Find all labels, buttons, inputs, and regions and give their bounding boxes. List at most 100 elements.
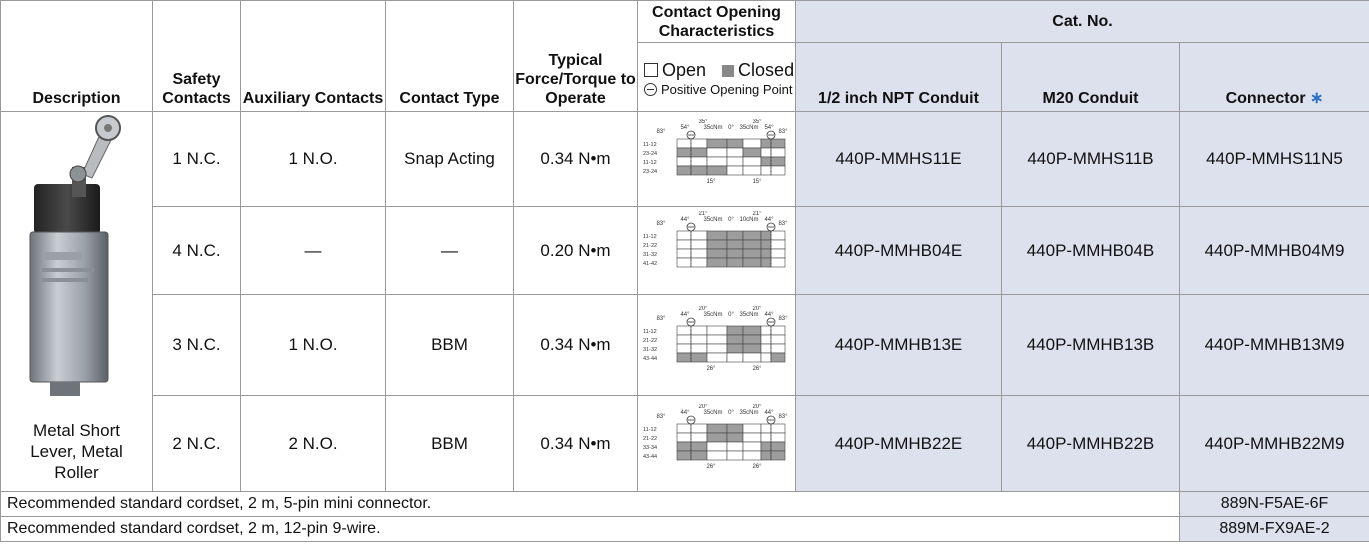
cat-m20-value: 440P-MMHB04B <box>1001 205 1180 296</box>
diagram-angle-label: 10cNm <box>739 217 758 223</box>
positive-opening-icon <box>644 82 657 96</box>
diagram-cell <box>770 257 785 268</box>
diagram-cell <box>742 257 761 268</box>
diagram-cell <box>770 248 785 259</box>
auxiliary-contacts-value: 1 N.O. <box>240 294 386 397</box>
diagram-angle-label: 0° <box>728 217 734 223</box>
cat-m20-value: 440P-MMHB22B <box>1001 395 1180 492</box>
diagram-cell <box>742 343 761 354</box>
diagram-angle-label: 0° <box>728 312 734 318</box>
diagram-cell <box>676 450 691 461</box>
diagram-cell <box>676 441 691 452</box>
safety-contacts-value: 1 N.C. <box>152 111 241 207</box>
diagram-cell <box>676 248 691 259</box>
diagram-cell <box>742 139 761 149</box>
header-auxiliary-contacts: Auxiliary Contacts <box>240 0 386 112</box>
diagram-angle-label: 35cNm <box>703 217 722 223</box>
diagram-contact-label: 11-12 <box>643 329 657 335</box>
diagram-angle-label: 83° <box>656 316 666 322</box>
diagram-cell <box>726 450 743 461</box>
diagram-cell <box>726 257 743 268</box>
diagram-cell <box>690 325 707 336</box>
diagram-contact-label: 11-12 <box>643 427 657 433</box>
diagram-cell <box>690 230 707 241</box>
header-safety-contacts: Safety Contacts <box>152 0 241 112</box>
diagram-angle-label: 35cNm <box>703 410 722 416</box>
diagram-cell <box>760 257 771 268</box>
footer-row: Recommended standard cordset, 2 m, 12-pi… <box>0 516 1369 542</box>
diagram-cell <box>690 352 707 363</box>
diagram-cell <box>690 166 707 176</box>
diagram-cell <box>676 343 691 354</box>
diagram-contact-label: 11-12 <box>643 160 657 166</box>
diagram-cell <box>742 157 761 167</box>
diagram-angle-label: 35cNm <box>703 125 722 131</box>
diagram-cell <box>760 334 771 345</box>
connector-label: Connector <box>1225 90 1306 107</box>
footer-row: Recommended standard cordset, 2 m, 5-pin… <box>0 491 1369 517</box>
cat-npt-value: 440P-MMHB22E <box>795 395 1002 492</box>
diagram-cell <box>676 157 691 167</box>
diagram-cell <box>706 166 727 176</box>
force-value: 0.34 N•m <box>513 294 638 397</box>
diagram-cell <box>742 423 761 434</box>
diagram-cell <box>676 166 691 176</box>
diagram-cell <box>742 334 761 345</box>
diagram-cell <box>760 450 771 461</box>
cat-npt-value: 440P-MMHB13E <box>795 294 1002 397</box>
diagram-cell <box>690 248 707 259</box>
diagram-bottom-label: 26° <box>706 464 716 470</box>
diagram-cell <box>742 148 761 158</box>
diagram-cell <box>706 352 727 363</box>
diagram-cell <box>770 148 785 158</box>
diagram-angle-label: 35cNm <box>739 312 758 318</box>
diagram-contact-label: 21-22 <box>643 338 657 344</box>
diagram-cell <box>690 148 707 158</box>
diagram-bottom-label: 26° <box>706 366 716 372</box>
diagram-cell <box>706 239 727 250</box>
auxiliary-contacts-value: 1 N.O. <box>240 111 386 207</box>
diagram-cell <box>760 343 771 354</box>
diagram-cell <box>726 139 743 149</box>
diagram-cell <box>760 148 771 158</box>
header-m20-conduit: M20 Conduit <box>1001 42 1180 112</box>
diagram-angle-label: 44° <box>764 410 774 416</box>
diagram-contact-label: 33-34 <box>643 445 657 451</box>
table-row: Metal Short Lever, Metal Roller 1 N.C. 1… <box>0 111 1369 492</box>
diagram-angle-label: 54° <box>764 125 774 131</box>
diagram-cell <box>726 441 743 452</box>
safety-contacts-value: 3 N.C. <box>152 294 241 397</box>
diagram-contact-label: 43-44 <box>643 454 657 460</box>
open-square-icon <box>644 62 658 77</box>
diagram-angle-label: 0° <box>728 125 734 131</box>
diagram-cell <box>770 450 785 461</box>
diagram-cell <box>690 334 707 345</box>
cat-npt-value: 440P-MMHB04E <box>795 205 1002 296</box>
diagram-cell <box>770 352 785 363</box>
diagram-cell <box>706 325 727 336</box>
diagram-cell <box>742 432 761 443</box>
cat-connector-value: 440P-MMHS11N5 <box>1179 111 1369 207</box>
diagram-contact-label: 31-32 <box>643 252 657 258</box>
diagram-cell <box>690 239 707 250</box>
diagram-cell <box>742 441 761 452</box>
diagram-cell <box>726 325 743 336</box>
diagram-angle-label: 35cNm <box>739 410 758 416</box>
diagram-contact-label: 11-12 <box>643 142 657 148</box>
diagram-angle-label: 35cNm <box>739 125 758 131</box>
diagram-bottom-label: 15° <box>752 179 762 185</box>
diagram-cell <box>676 352 691 363</box>
diagram-cell <box>760 352 771 363</box>
header-connector: Connector ∗ <box>1179 42 1369 112</box>
diagram-angle-label: 20° <box>752 404 762 410</box>
diagram-cell <box>726 343 743 354</box>
diagram-cell <box>690 432 707 443</box>
diagram-contact-label: 23-24 <box>643 151 657 157</box>
